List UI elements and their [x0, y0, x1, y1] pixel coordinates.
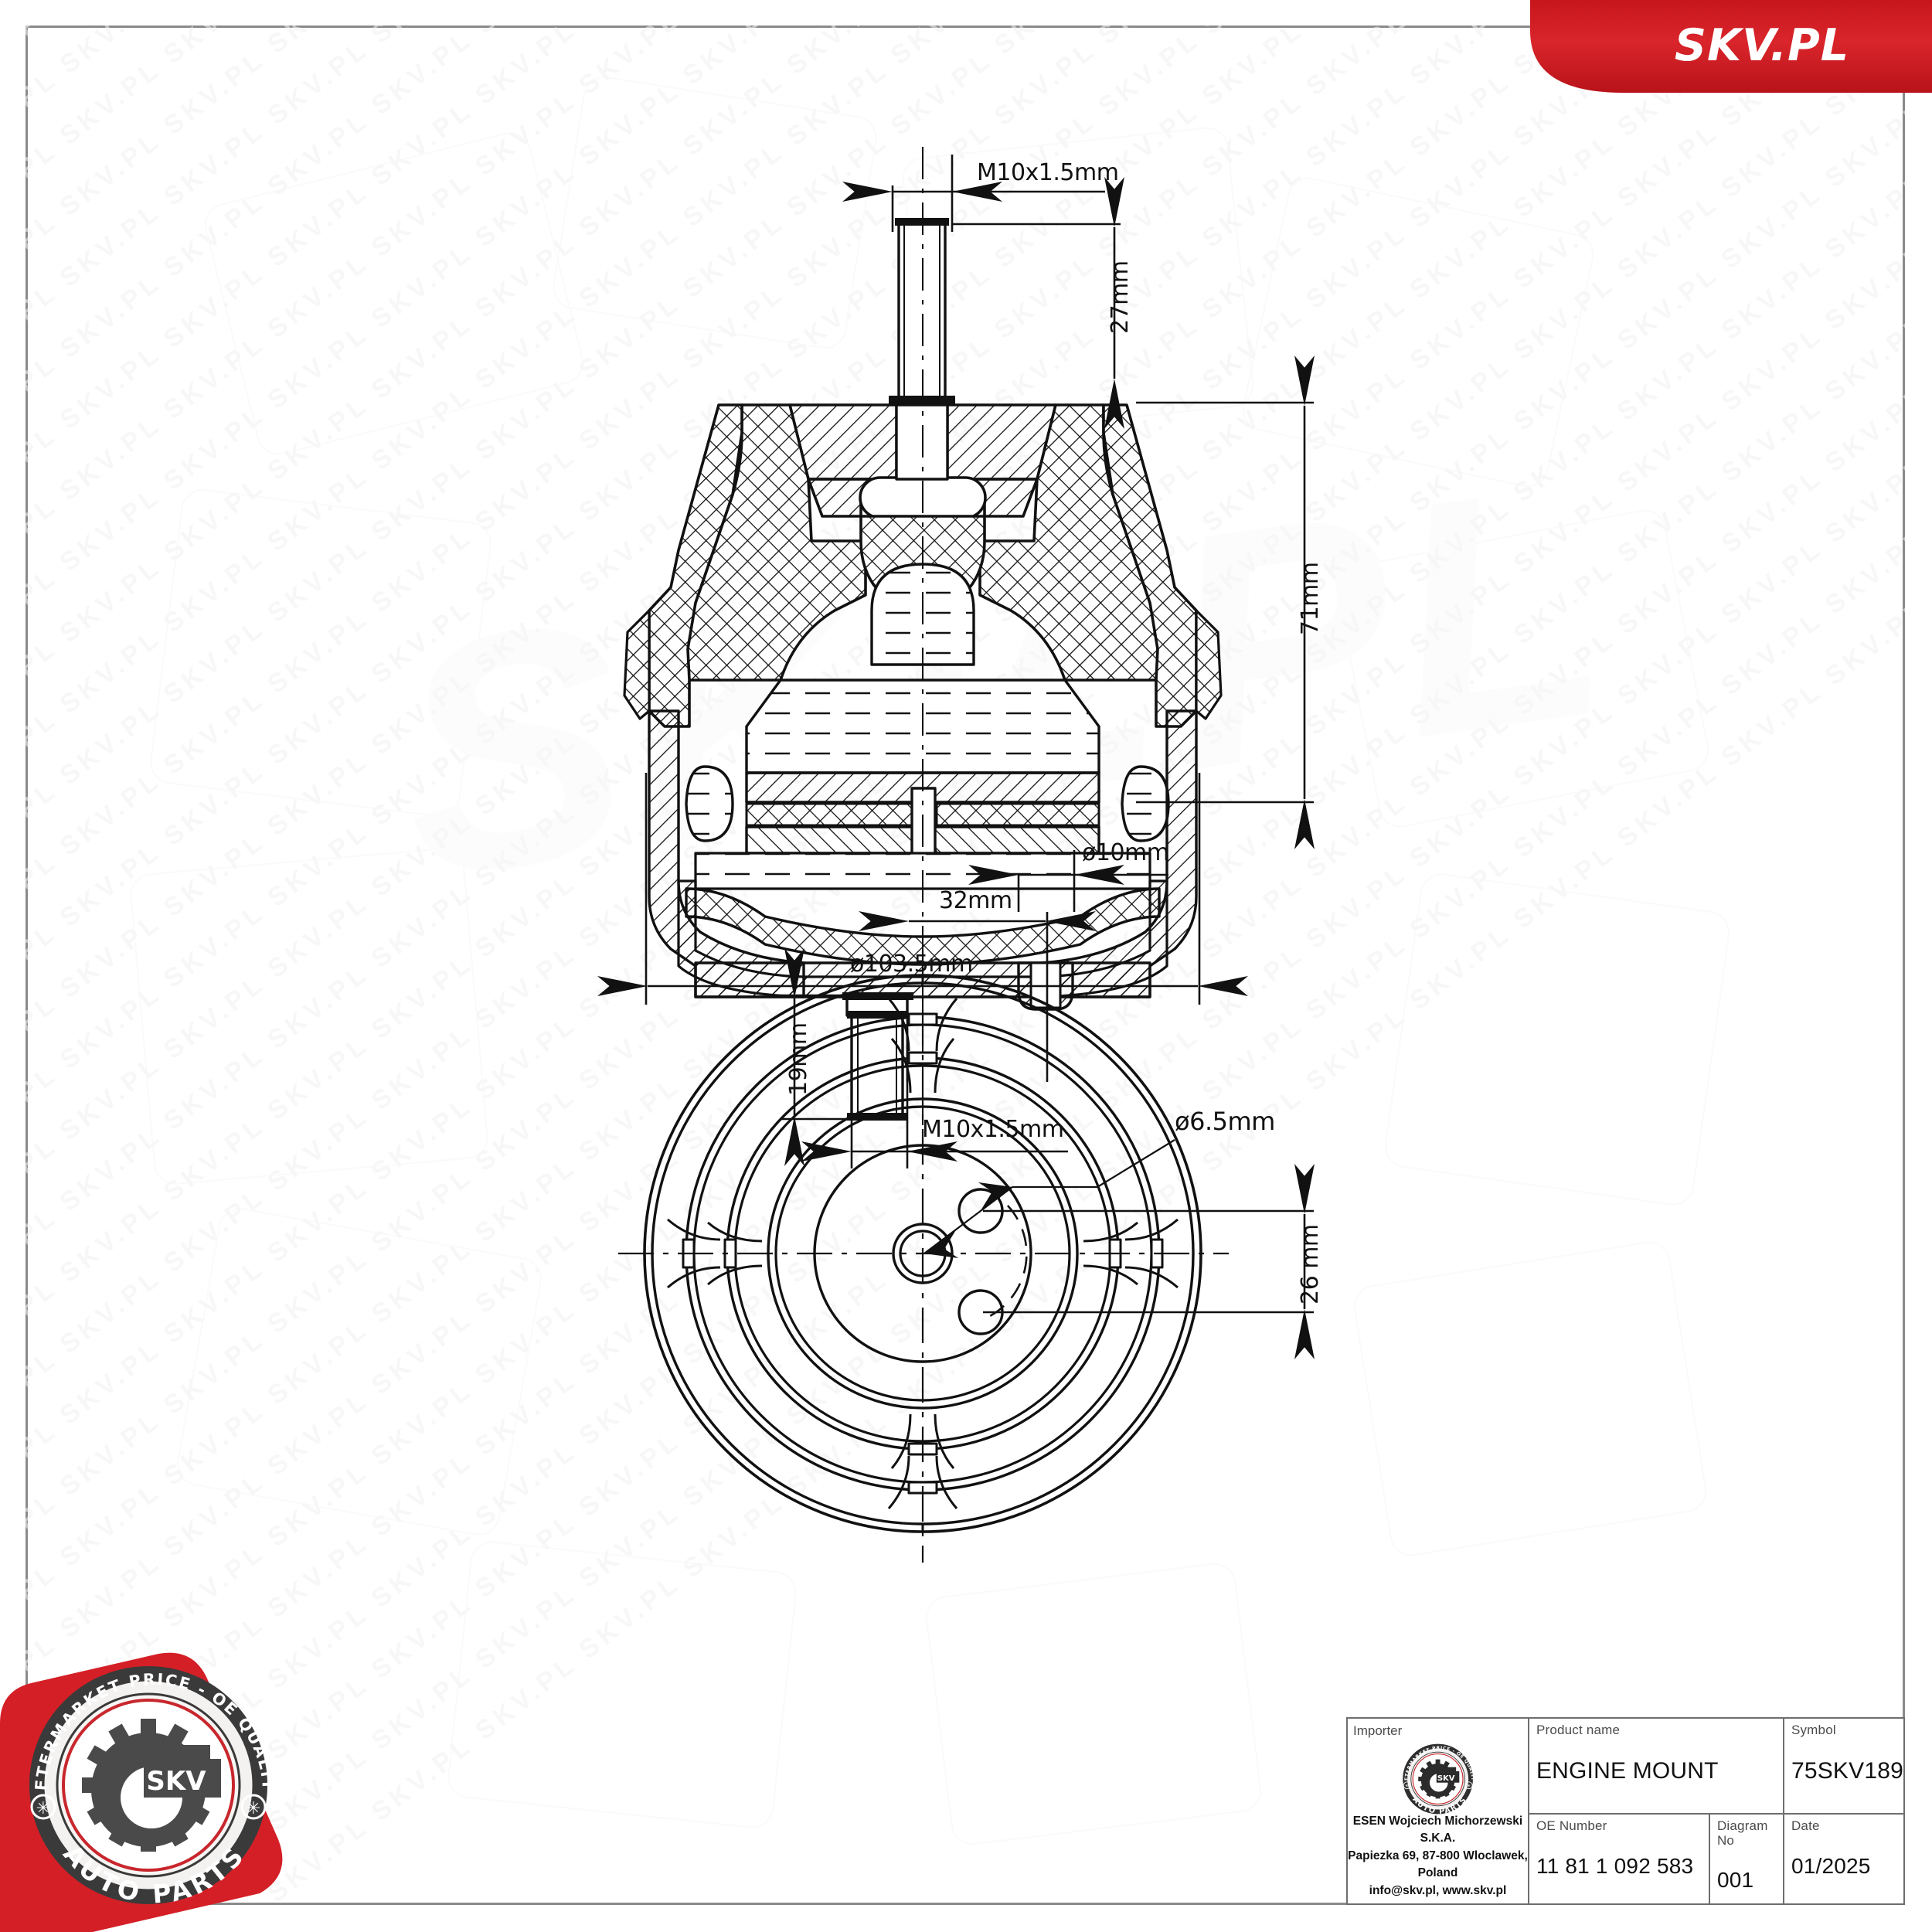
- svg-text:✳: ✳: [1405, 1783, 1410, 1789]
- dim-pin-diameter: ø10mm: [1082, 839, 1169, 866]
- date-value: 01/2025: [1791, 1853, 1871, 1878]
- auto-parts-badge: SKV AFTERMARKET PRICE - OE QUALITY AUTO …: [0, 1638, 283, 1932]
- dim-bottom-stud-offset: 32mm: [939, 887, 1012, 914]
- svg-text:SKV: SKV: [1437, 1774, 1455, 1783]
- dim-top-thread: M10x1.5mm: [977, 159, 1119, 186]
- title-block-fields: Product name ENGINE MOUNT Symbol 75SKV18…: [1529, 1719, 1903, 1903]
- title-block-importer-cell: Importer: [1348, 1719, 1529, 1903]
- dim-lower-flange-offset: 19mm: [785, 1022, 812, 1096]
- dim-bolt-hole-diameter: ø6.5mm: [1175, 1107, 1275, 1136]
- product-name-label: Product name: [1536, 1723, 1621, 1737]
- section-dimensions: [597, 155, 1315, 1168]
- importer-contact: info@skv.pl, www.skv.pl: [1369, 1883, 1507, 1897]
- oe-number-label: OE Number: [1536, 1818, 1607, 1833]
- oe-number-cell: OE Number 11 81 1 092 583: [1529, 1815, 1709, 1903]
- dim-top-stud-length: 27mm: [1107, 260, 1134, 334]
- dim-bottom-thread: M10x1.5mm: [922, 1116, 1064, 1143]
- importer-name: ESEN Wojciech Michorzewski S.K.A.: [1352, 1814, 1523, 1845]
- dim-overall-height: 71mm: [1297, 562, 1324, 635]
- svg-text:✳: ✳: [36, 1799, 50, 1818]
- svg-text:✳: ✳: [1467, 1783, 1471, 1789]
- plan-view: [618, 951, 1315, 1563]
- dim-outer-diameter: ø103.5mm: [850, 951, 973, 978]
- product-name-cell: Product name ENGINE MOUNT: [1529, 1719, 1783, 1813]
- date-label: Date: [1791, 1818, 1820, 1833]
- symbol-cell: Symbol 75SKV189: [1782, 1719, 1903, 1813]
- dim-bolt-hole-spacing: 26 mm: [1297, 1224, 1324, 1304]
- badge-center-text: SKV: [146, 1766, 206, 1797]
- skv-banner-text: SKV.PL: [1675, 20, 1849, 71]
- skv-brand-banner: SKV.PL: [1530, 0, 1932, 93]
- product-name-value: ENGINE MOUNT: [1536, 1757, 1719, 1784]
- importer-logo: SKV AFTERMARKET PRICE - OE QUALITY AUTO …: [1394, 1736, 1475, 1816]
- oe-number-value: 11 81 1 092 583: [1536, 1853, 1694, 1878]
- importer-label: Importer: [1353, 1723, 1403, 1738]
- importer-address: Papiezka 69, 87-800 Wloclawek, Poland: [1348, 1849, 1528, 1880]
- diagram-no-cell: Diagram No 001: [1708, 1815, 1783, 1903]
- symbol-value: 75SKV189: [1791, 1757, 1903, 1784]
- svg-text:✳: ✳: [247, 1799, 260, 1818]
- diagram-no-label: Diagram No: [1716, 1818, 1768, 1848]
- importer-address-block: ESEN Wojciech Michorzewski S.K.A. Papiez…: [1348, 1813, 1528, 1900]
- date-cell: Date 01/2025: [1782, 1815, 1903, 1903]
- title-block: Importer: [1346, 1717, 1905, 1905]
- diagram-no-value: 001: [1716, 1868, 1754, 1893]
- symbol-label: Symbol: [1791, 1723, 1836, 1737]
